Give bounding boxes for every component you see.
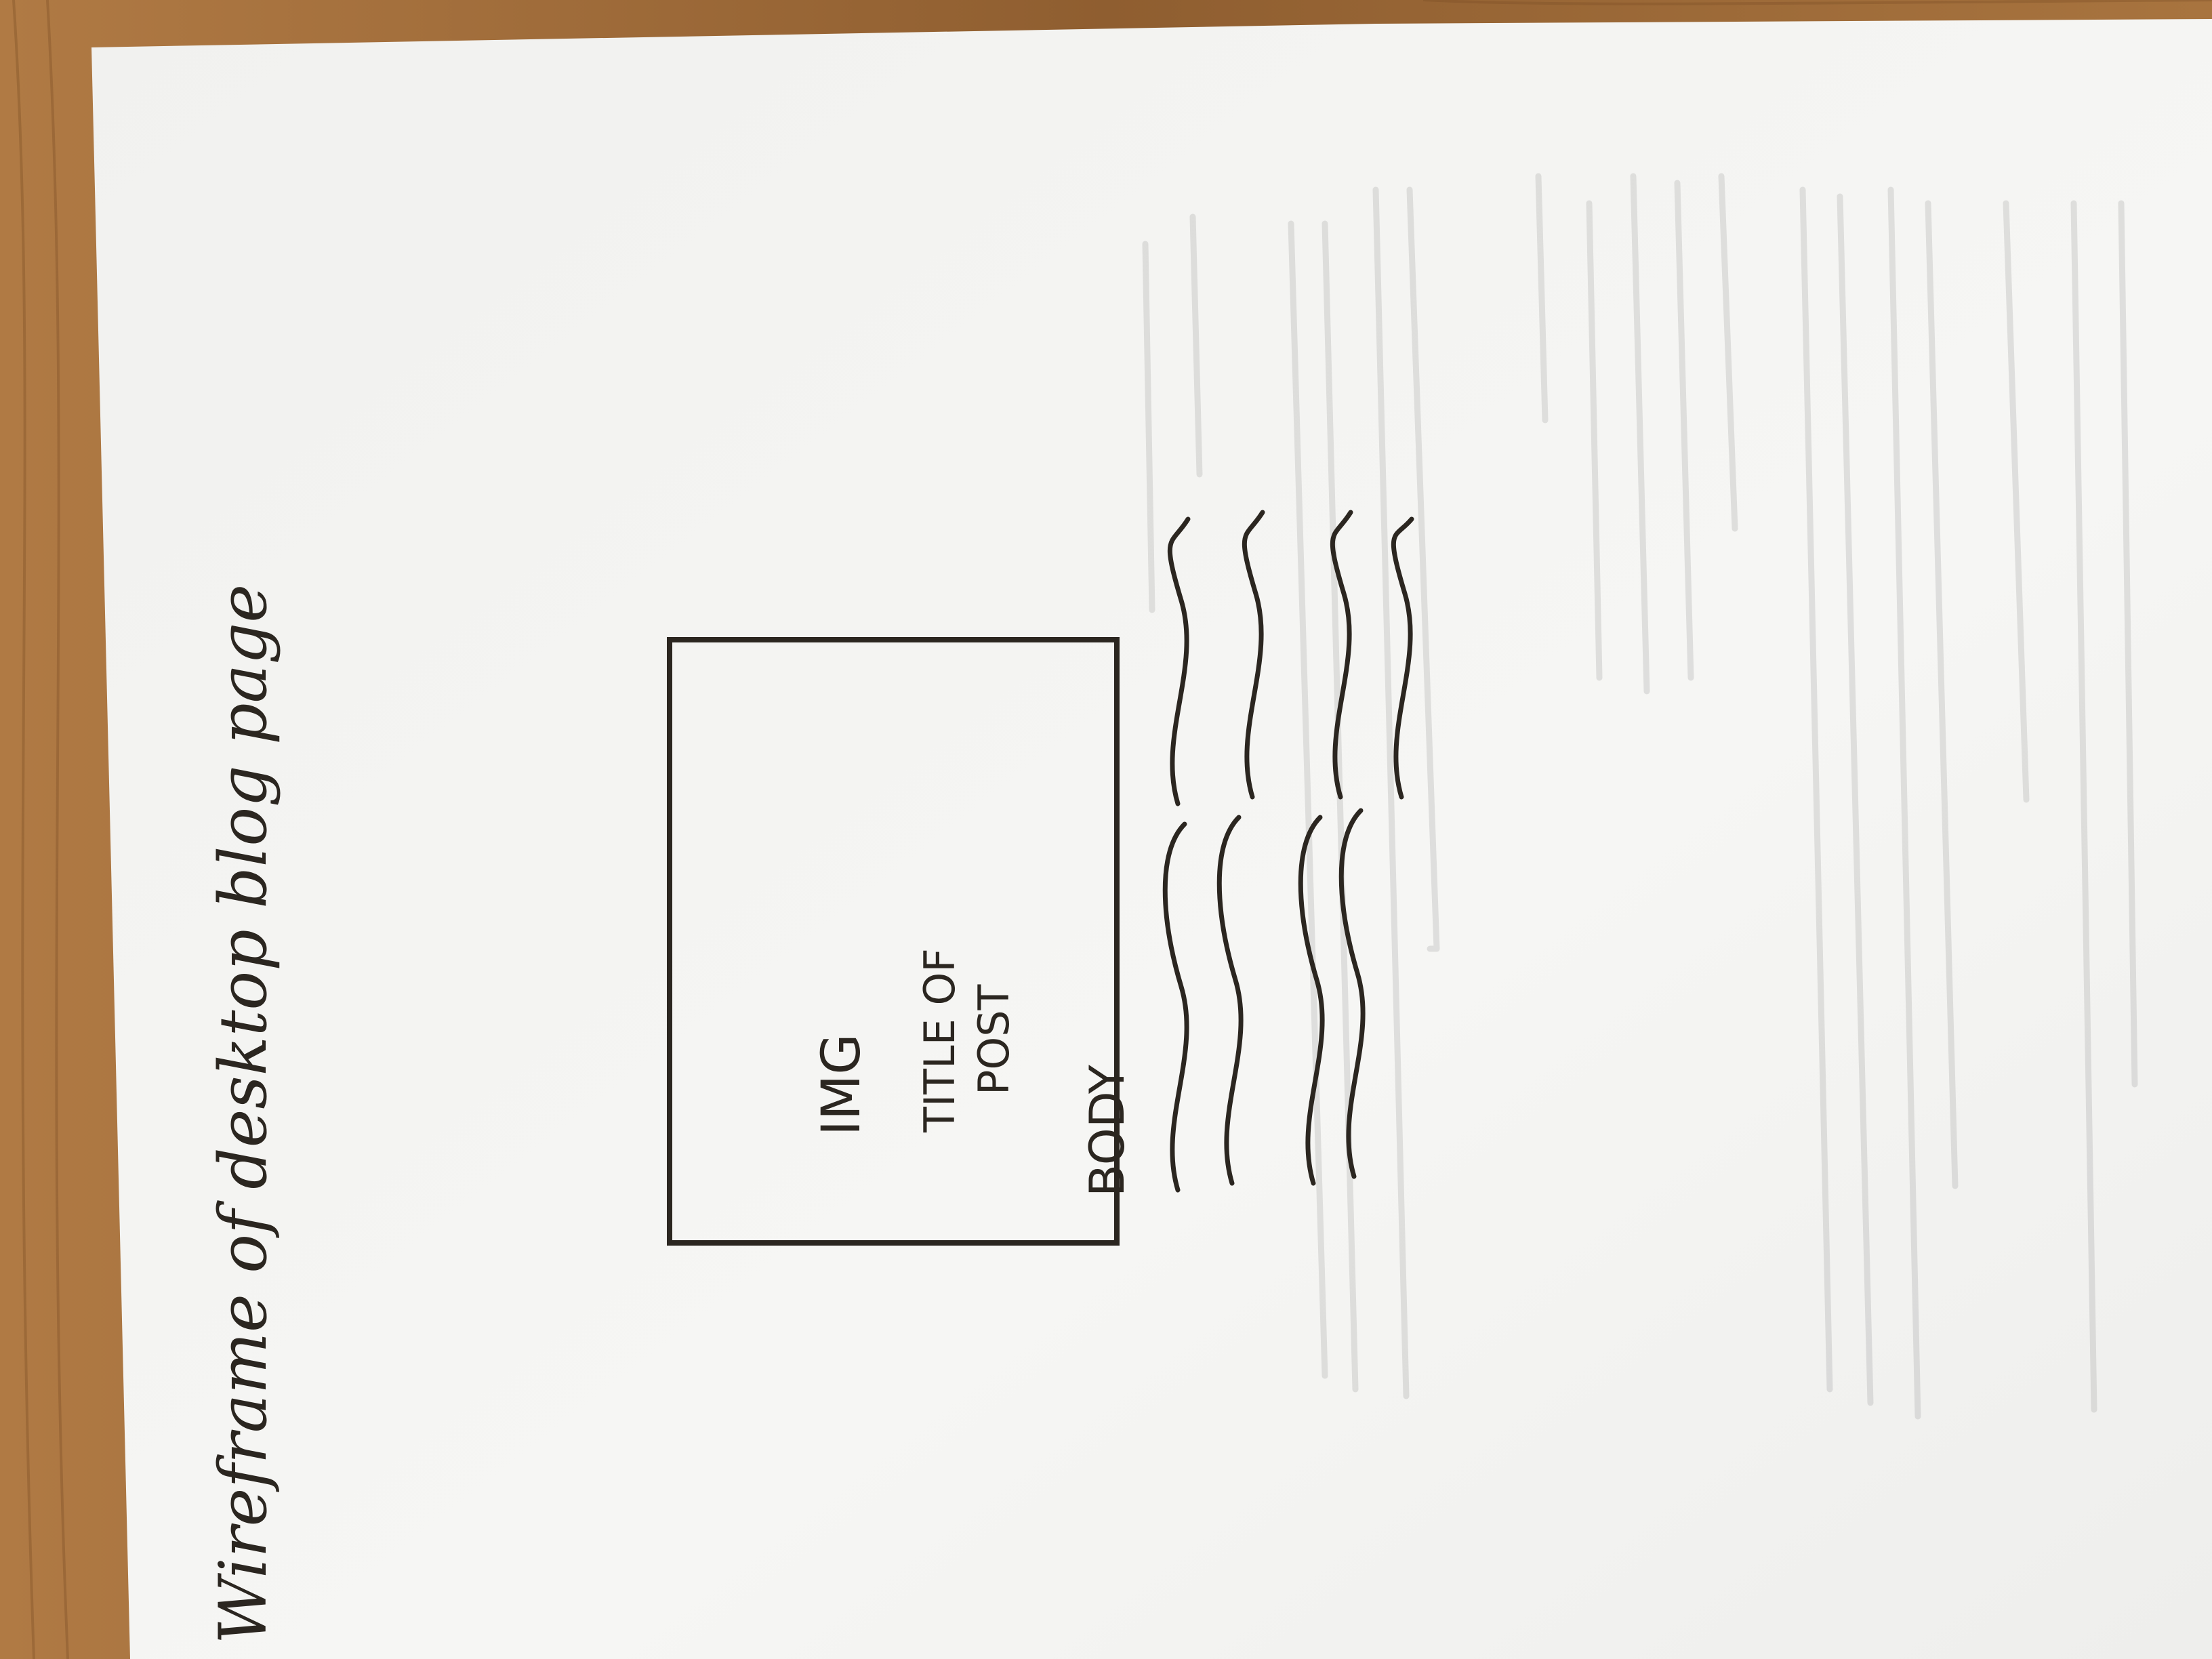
print-bleed-through (1142, 173, 2138, 1420)
post-title-label-line1: TITLE OF (915, 948, 964, 1133)
body-squiggle-1 (1162, 821, 1189, 1193)
sketch-content: Wireframe of desktop blog page IMG TITLE… (205, 510, 1414, 1644)
body-squiggle-7 (1330, 510, 1353, 800)
sketch-title: Wireframe of desktop blog page (205, 584, 281, 1644)
body-label: BODY (1080, 1065, 1135, 1197)
image-placeholder-label: IMG (811, 1033, 872, 1136)
body-squiggle-4 (1338, 808, 1366, 1179)
body-text-squiggles (1162, 510, 1414, 1193)
post-title-label-line2: POST (969, 983, 1019, 1095)
body-squiggle-3 (1298, 815, 1325, 1186)
body-squiggle-6 (1242, 510, 1265, 800)
body-squiggle-8 (1391, 516, 1414, 800)
body-squiggle-5 (1167, 516, 1191, 806)
wood-grain (12, 0, 2212, 1659)
post-card-frame (667, 637, 1120, 1246)
paper-sheet (91, 19, 2212, 1659)
body-squiggle-2 (1216, 815, 1244, 1186)
